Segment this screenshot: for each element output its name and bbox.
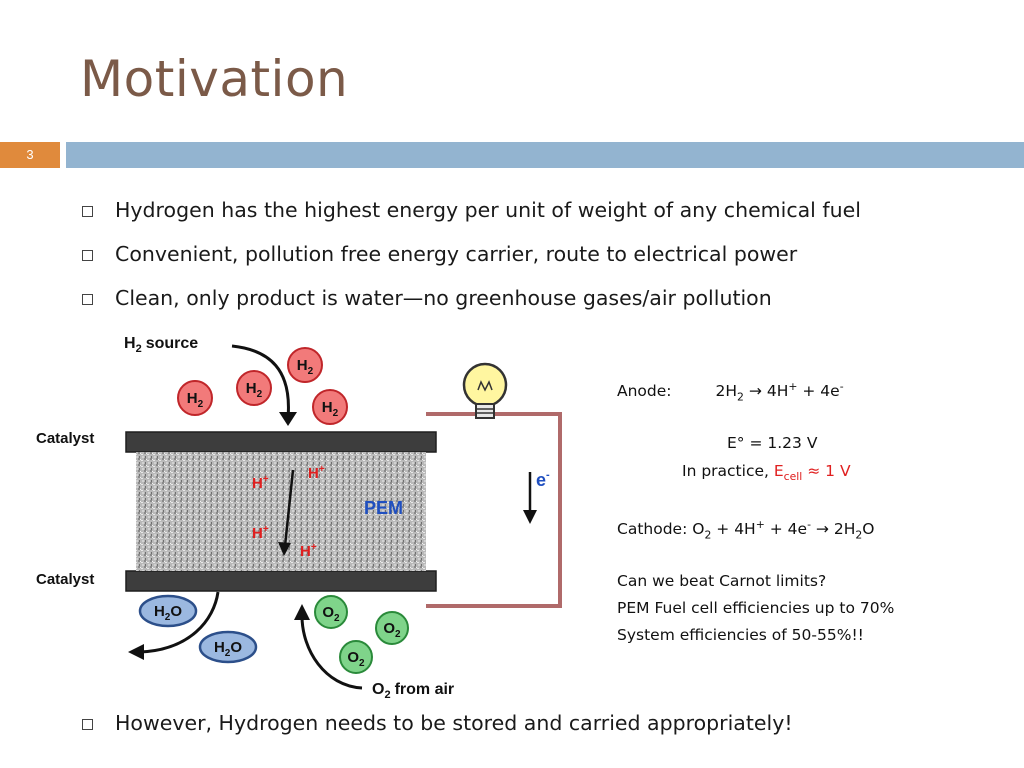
svg-text:H2O: H2O (214, 639, 242, 659)
h2-inflow-arrow (231, 344, 290, 419)
square-bullet-icon (82, 718, 93, 730)
light-bulb-icon (462, 362, 508, 419)
o2-molecule: O2 (314, 595, 348, 629)
bullet-text: Convenient, pollution free energy carrie… (115, 242, 798, 266)
catalyst-bottom-plate (125, 570, 437, 592)
svg-text:H2O: H2O (154, 603, 182, 623)
title-divider-bar (66, 142, 1024, 168)
proton-arrow (283, 469, 295, 547)
pem-label: PEM (364, 498, 403, 518)
catalyst-top-label: Catalyst (36, 430, 94, 447)
h2-molecule: H2 (287, 347, 323, 383)
o2-molecule: O2 (375, 611, 409, 645)
catalyst-top-plate (125, 431, 437, 453)
slide-number: 3 (0, 142, 60, 168)
arrow-head-icon (523, 510, 537, 524)
bullet-item: Convenient, pollution free energy carrie… (82, 232, 861, 276)
carnot-question: Can we beat Carnot limits? (617, 572, 827, 590)
catalyst-bottom-label: Catalyst (36, 571, 94, 588)
bullet-item: Hydrogen has the highest energy per unit… (82, 188, 861, 232)
square-bullet-icon (82, 205, 93, 217)
square-bullet-icon (82, 249, 93, 261)
pem-efficiency: PEM Fuel cell efficiencies up to 70% (617, 599, 895, 617)
h2o-outflow-arrow (139, 591, 220, 654)
system-efficiency: System efficiencies of 50-55%!! (617, 626, 864, 644)
standard-potential: E° = 1.23 V (727, 434, 818, 452)
external-circuit-wire (426, 412, 562, 608)
cathode-equation: Cathode: O2 + 4H+ + 4e- → 2H2O (617, 518, 875, 542)
bullet-item: However, Hydrogen needs to be stored and… (82, 701, 793, 745)
h2-molecule: H2 (177, 380, 213, 416)
arrow-head-icon (128, 644, 144, 660)
arrow-head-icon (294, 604, 310, 620)
practical-potential: In practice, Ecell ≈ 1 V (682, 462, 851, 484)
bullet-text: Clean, only product is water—no greenhou… (115, 286, 772, 310)
pem-membrane (136, 452, 426, 571)
bullet-item: Clean, only product is water—no greenhou… (82, 276, 861, 320)
arrow-head-icon (278, 542, 291, 556)
electron-label: e- (536, 469, 550, 490)
bullet-list: Hydrogen has the highest energy per unit… (82, 188, 861, 320)
o2-inflow-arrow (300, 615, 363, 690)
h2o-molecule: H2O (198, 630, 258, 664)
h2-molecule: H2 (236, 370, 272, 406)
anode-equation: Anode:2H2 → 4H+ + 4e- (617, 380, 844, 404)
slide-title: Motivation (80, 50, 349, 108)
bullet-text: However, Hydrogen needs to be stored and… (115, 711, 793, 735)
bullet-text: Hydrogen has the highest energy per unit… (115, 198, 861, 222)
square-bullet-icon (82, 293, 93, 305)
o2-molecule: O2 (339, 640, 373, 674)
h2o-molecule: H2O (138, 594, 198, 628)
h2-molecule: H2 (312, 389, 348, 425)
arrow-head-icon (279, 412, 297, 426)
